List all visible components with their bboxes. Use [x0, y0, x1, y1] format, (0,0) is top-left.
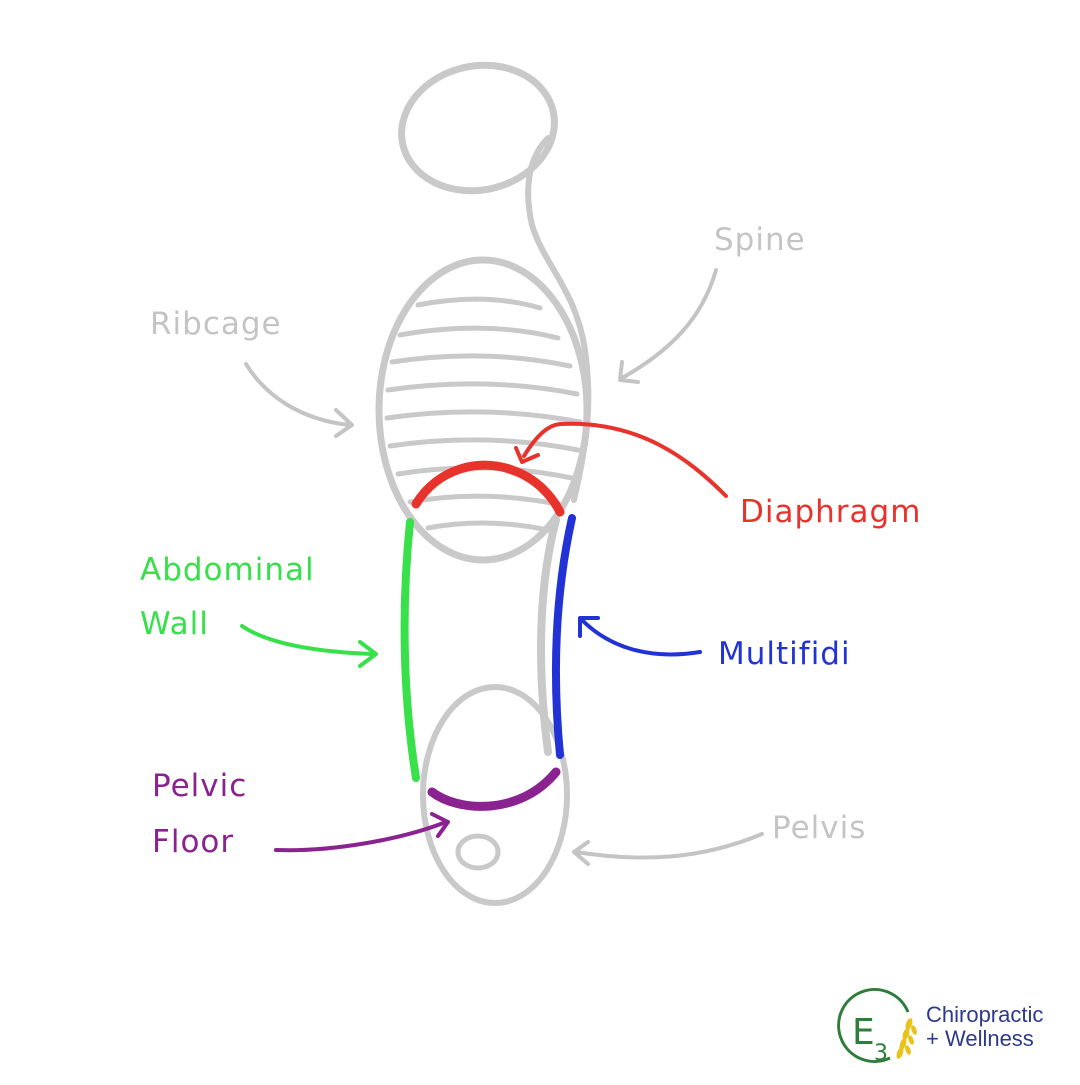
- multifidi-arrow: [580, 618, 702, 657]
- spine-arrowhead: [618, 360, 640, 384]
- wheat-icon: [896, 1018, 917, 1059]
- pelvic-floor-arrow: [274, 820, 448, 853]
- pelvis-arrow: [574, 832, 764, 860]
- pelvic-floor-muscle: [427, 767, 561, 811]
- logo-subscript: 3: [874, 1041, 888, 1066]
- brand-line2: + Wellness: [926, 1026, 1034, 1051]
- logo-letter: E: [852, 1012, 875, 1053]
- pelvic-floor-arrowhead: [430, 812, 450, 838]
- diaphragm-arrowhead: [514, 446, 540, 464]
- abdominal-arrow: [240, 624, 374, 656]
- multifidi-arrowhead: [578, 616, 600, 638]
- spine-arrow: [620, 268, 718, 380]
- brand-name: Chiropractic + Wellness: [926, 1003, 1043, 1051]
- pelvic-label-line1: Pelvic: [152, 768, 247, 804]
- head-outline: [398, 61, 558, 195]
- ribcage-arrow: [244, 362, 352, 427]
- ribcage-arrowhead: [334, 408, 354, 438]
- diaphragm-label: Diaphragm: [740, 494, 921, 530]
- spine-label: Spine: [714, 222, 806, 258]
- brand-line1: Chiropractic: [926, 1002, 1044, 1027]
- brand-logo: E 3: [837, 987, 917, 1066]
- abdominal-arrowhead: [358, 640, 378, 668]
- diaphragm-muscle: [411, 460, 565, 517]
- abdominal-label-line2: Wall: [140, 606, 209, 642]
- logo-ring: [837, 987, 910, 1063]
- pelvis-inner-circle: [455, 833, 501, 871]
- abdominal-wall-muscle: [400, 518, 420, 782]
- pelvic-label-line2: Floor: [152, 824, 234, 860]
- pelvis-label: Pelvis: [772, 810, 866, 846]
- multifidi-muscle: [552, 514, 576, 759]
- abdominal-label-line1: Abdominal: [140, 552, 315, 588]
- pelvis-outline: [420, 684, 570, 906]
- pelvis-arrowhead: [572, 840, 590, 866]
- diaphragm-arrow: [522, 421, 728, 498]
- multifidi-label: Multifidi: [718, 636, 851, 672]
- ribcage-label: Ribcage: [150, 306, 282, 342]
- ribcage-outline: [375, 256, 591, 564]
